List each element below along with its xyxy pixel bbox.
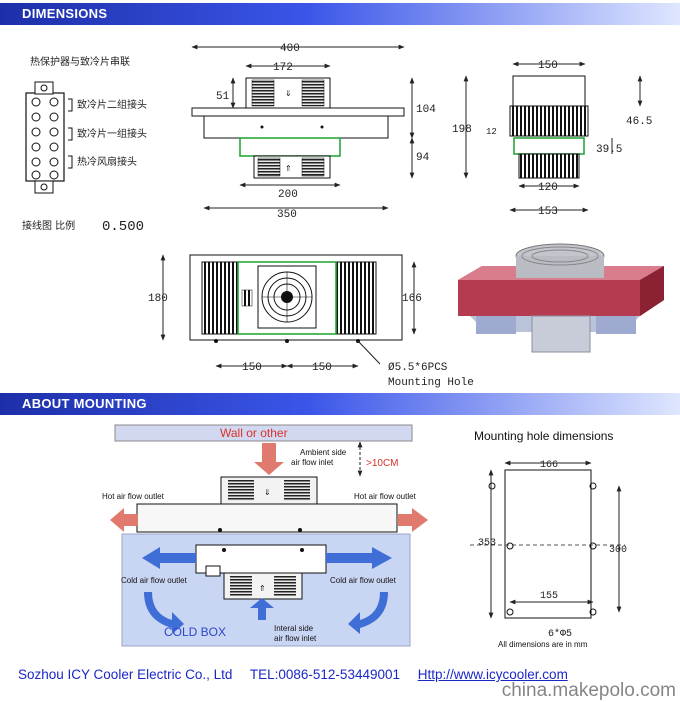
dim-104: 104 — [416, 104, 436, 116]
terminal-screws — [31, 97, 59, 180]
side-external-fins — [509, 105, 589, 137]
side-dim-12: 12 — [486, 127, 497, 137]
mounting-plate-outline — [239, 137, 341, 157]
ambient-inlet-label-1: Ambient side — [300, 448, 347, 457]
hole-dim-166: 166 — [540, 460, 558, 471]
cold-box-label: COLD BOX — [164, 625, 226, 639]
terminal-hole-icon — [40, 84, 48, 92]
wall-label: Wall or other — [220, 426, 288, 440]
wiring-diagram: 热保护器与致冷片串联 致冷片二组接头 致冷片一组接头 热冷风扇接头 接线图 比例… — [22, 55, 147, 235]
hole-dim-155: 155 — [540, 591, 558, 602]
front-view-drawing: ⇓ ⇑ 400 172 51 104 94 200 350 — [191, 43, 436, 221]
hot-arrow-left-icon — [110, 508, 138, 532]
side-view-drawing: 150 198 12 46.5 39.5 120 153 — [452, 60, 652, 218]
hole-count: 6*Φ5 — [548, 628, 572, 640]
dims-note: All dimensions are in mm — [498, 640, 588, 649]
outer-heatsink — [136, 503, 398, 533]
hole-dim-353: 353 — [478, 538, 496, 549]
inlet-down-arrow-icon — [254, 443, 284, 475]
watermark: china.makepolo.com — [501, 680, 676, 701]
arrow-down-icon: ⇓ — [264, 488, 271, 497]
top-view-drawing: 180 166 150 150 Ø5.5*6PCS Mounting Hole — [148, 254, 474, 389]
wiring-label-group1: 致冷片一组接头 — [77, 127, 147, 140]
side-dim-46-5: 46.5 — [626, 116, 652, 128]
wiring-scale: 0.500 — [102, 219, 144, 235]
cutout-outline — [504, 469, 592, 619]
wall-surface — [114, 424, 413, 442]
top-fins-right — [335, 261, 377, 335]
internal-inlet-label-1: Interal side — [274, 624, 314, 633]
wiring-label-fan: 热冷风扇接头 — [77, 155, 137, 168]
dim-51: 51 — [216, 91, 230, 103]
company-tel: TEL:0086-512-53449001 — [249, 667, 400, 682]
mounting-diagram: Wall or other Ambient side air flow inle… — [102, 424, 428, 647]
terminal-tab-bottom — [34, 180, 54, 194]
wiring-title: 热保护器与致冷片串联 — [30, 55, 130, 68]
cold-curve-left-icon — [144, 592, 184, 634]
arrow-down-icon: ⇓ — [285, 89, 292, 98]
company-url-link[interactable]: Http://www.icycooler.com — [417, 667, 568, 682]
cold-arrow-left-icon — [142, 547, 196, 569]
side-internal-fins — [518, 153, 580, 179]
clearance-label: >10CM — [366, 458, 399, 469]
mounting-header: ABOUT MOUNTING — [0, 393, 680, 415]
side-dim-153: 153 — [538, 206, 558, 218]
arrow-up-icon: ⇑ — [285, 164, 292, 173]
top-dim-180: 180 — [148, 293, 168, 305]
side-top-housing — [512, 75, 586, 107]
wiring-brackets — [68, 98, 73, 169]
internal-inlet-up-arrow-icon — [250, 598, 274, 620]
cold-outlet-left-label: Cold air flow outlet — [121, 576, 188, 585]
mounting-hole-spec: Ø5.5*6PCS — [388, 362, 448, 374]
terminal-block — [25, 92, 65, 182]
external-heatsink — [203, 115, 389, 139]
internal-inlet-label-2: air flow inlet — [274, 634, 317, 643]
top-fins-left — [201, 261, 239, 335]
cold-outlet-right-label: Cold air flow outlet — [330, 576, 397, 585]
dim-172: 172 — [273, 62, 293, 74]
wiring-label-group2: 致冷片二组接头 — [77, 98, 147, 111]
cooler-3d-render — [458, 243, 664, 353]
cold-arrow-right-icon — [326, 547, 392, 569]
dim-400: 400 — [280, 43, 300, 55]
side-dim-198: 198 — [452, 124, 472, 136]
top-dim-150-right: 150 — [312, 362, 332, 374]
hot-arrow-right-icon — [398, 508, 428, 532]
dimensions-header: DIMENSIONS — [0, 3, 680, 25]
hole-dim-300: 300 — [609, 545, 627, 556]
hole-dims-title: Mounting hole dimensions — [474, 429, 613, 443]
terminal-tab-top — [34, 81, 54, 95]
footer: Sozhou ICY Cooler Electric Co., Ltd TEL:… — [18, 667, 582, 682]
dim-200: 200 — [278, 189, 298, 201]
dimensions-title: DIMENSIONS — [22, 6, 108, 21]
top-dim-150-left: 150 — [242, 362, 262, 374]
company-name: Sozhou ICY Cooler Electric Co., Ltd — [18, 667, 233, 682]
cold-curve-right-icon — [348, 592, 388, 634]
hot-outlet-right-label: Hot air flow outlet — [354, 492, 417, 501]
dim-94: 94 — [416, 152, 430, 164]
side-dim-150: 150 — [538, 60, 558, 72]
hole-dimensions-drawing: Mounting hole dimensions 166 353 300 155… — [470, 429, 627, 649]
terminal-hole-icon — [40, 183, 48, 191]
mounting-hole-label: Mounting Hole — [388, 377, 474, 389]
mounting-title: ABOUT MOUNTING — [22, 396, 147, 411]
ambient-inlet-label-2: air flow inlet — [291, 458, 334, 467]
side-dim-120: 120 — [538, 182, 558, 194]
hot-outlet-left-label: Hot air flow outlet — [102, 492, 165, 501]
dim-350: 350 — [277, 209, 297, 221]
top-dim-166: 166 — [402, 293, 422, 305]
wiring-caption: 接线图 比例 — [22, 219, 75, 232]
side-dim-39-5: 39.5 — [596, 144, 622, 156]
side-mounting-plate — [513, 137, 585, 155]
arrow-up-icon: ⇑ — [259, 584, 266, 593]
